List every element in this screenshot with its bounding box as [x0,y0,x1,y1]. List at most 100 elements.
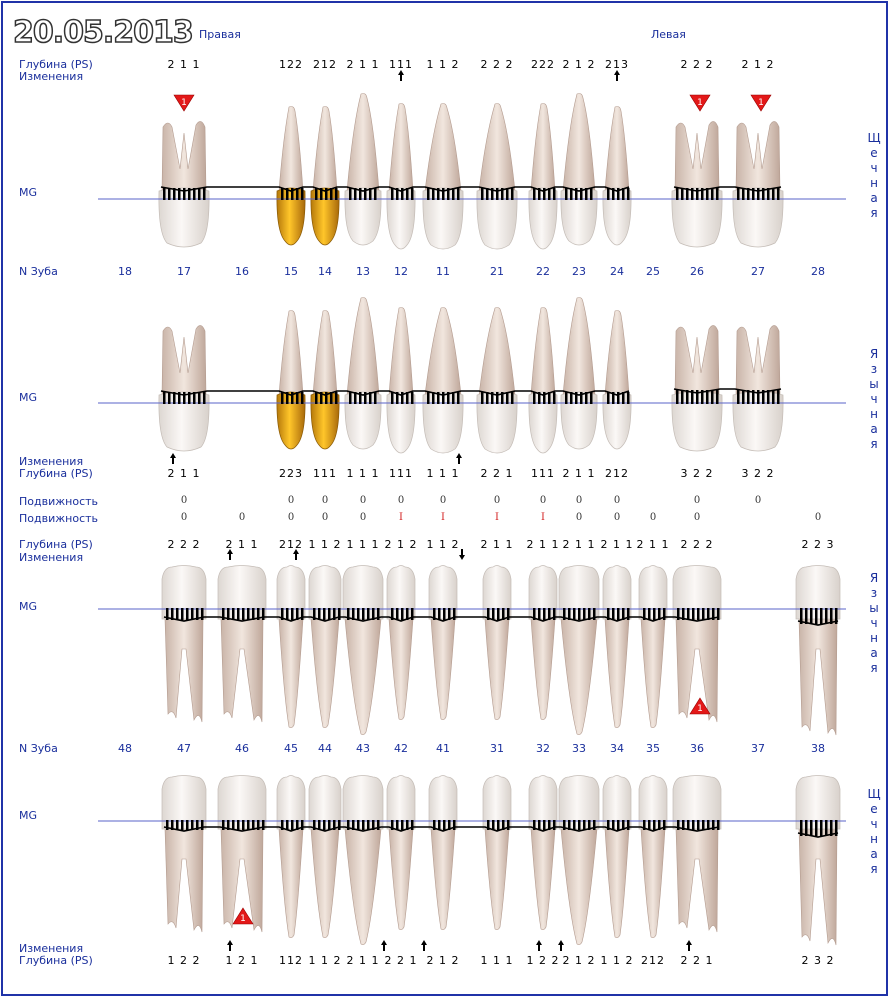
upper-lingual-tooth-root [674,325,720,396]
tooth-number-lower: 34 [610,742,624,755]
lower-lingual-gum-bar [648,608,651,620]
lower-lingual-gum-bar [712,608,715,620]
lower-buccal-gum-bar [247,820,250,830]
upper-lingual-gum-bar [281,392,284,404]
lower-buccal-depth-label: Глубина (PS) [19,954,93,967]
tooth-number-upper: 23 [572,265,586,278]
upper-lingual-gum-bar [607,392,610,404]
lower-lingual-gum-38-bar [810,608,813,624]
upper-buccal-depth-value: 111 [389,58,413,71]
upper-lingual-gum-bar [349,392,352,404]
tooth-number-upper: 16 [235,265,249,278]
upper-lingual-gum-bar [427,392,430,404]
lower-lingual-gum-bar [377,608,380,620]
lower-buccal-tooth-root [675,828,719,933]
lower-buccal-gum-bar [502,820,505,830]
lower-buccal-gum-bar [257,820,260,830]
upper-lingual-tooth-root [161,325,207,396]
lower-buccal-gum-bar [548,820,551,830]
upper-buccal-gum-bar [627,188,630,200]
lower-lingual-gum-bar [396,608,399,620]
upper-buccal-gum-bar [452,188,455,200]
upper-buccal-gum-bar [349,188,352,200]
surface-lower-lingual: Язычная [869,571,879,675]
lower-buccal-gum-bar [573,820,576,830]
upper-buccal-gum-bar [396,188,399,200]
lower-lingual-gum-bar [533,608,536,620]
upper-lingual-gum-bar [575,392,578,404]
lower-buccal-tooth-root [310,828,340,938]
upper-lingual-gum-bar [369,392,372,404]
lower-lingual-tooth-crown [342,565,384,620]
lower-lingual-tooth-crown [308,565,342,620]
tooth-number-lower: 44 [318,742,332,755]
upper-buccal-gum-bar [496,188,499,200]
lower-lingual-gum-bar [538,608,541,620]
lower-buccal-gum-bar [543,820,546,830]
change-arrow-icon [398,70,404,81]
upper-lingual-tooth-root [562,297,596,396]
change-arrow-icon [421,940,427,951]
lower-lingual-mg-label: MG [19,600,38,613]
lower-lingual-gum-bar [448,608,451,620]
lower-buccal-depth-value: 212 [641,954,665,967]
lower-lingual-depth-value: 1 1 1 [346,538,380,551]
lower-lingual-gum-bar [627,608,630,620]
lower-buccal-gum-bar [323,820,326,830]
upper-buccal-gum-molars-bar [752,188,755,200]
lower-buccal-gum-38-bar [805,820,808,836]
upper-buccal-depth-value: 2 2 2 [680,58,714,71]
lower-lingual-gum-bar [502,608,505,620]
lower-lingual-gum-bar [352,608,355,620]
upper-buccal-gum-molars-bar [757,188,760,200]
lower-lingual-gum-bar [257,608,260,620]
upper-lingual-gum-bar [354,392,357,404]
change-arrow-icon [381,940,387,951]
lower-lingual-tooth-crown [428,565,458,620]
upper-lingual-gum-bar [396,392,399,404]
lower-buccal-depth-value: 1 2 1 [225,954,259,967]
lower-lingual-tooth-crown [558,565,600,620]
upper-lingual-tooth-root [530,307,556,396]
lower-lingual-gum-bar [232,608,235,620]
mobility-upper-value: 0 [693,495,701,506]
lower-lingual-depth-value: 2 1 1 [636,538,670,551]
lower-buccal-gum-38-bar [820,820,823,836]
upper-lingual-depth-value: 2 1 1 [167,467,201,480]
lower-lingual-gum-bar [247,608,250,620]
tooth-number-upper: 17 [177,265,191,278]
upper-buccal-gum-bar [330,188,333,200]
tooth-number-lower: 31 [490,742,504,755]
lower-lingual-gum-38-bar [835,608,838,624]
lower-lingual-gum-bar [222,608,225,620]
upper-buccal-tooth-root [478,103,516,192]
lower-buccal-gum-bar [296,820,299,830]
change-arrow-icon [558,940,564,951]
upper-buccal-gum-bar [481,188,484,200]
lower-lingual-gum-bar [563,608,566,620]
lower-buccal-gum-bar [583,820,586,830]
surface-lower-buccal: Щечная [867,787,881,876]
upper-buccal-gum-bar [315,188,318,200]
upper-buccal-gum-bar [335,188,338,200]
upper-buccal-gum-bar [401,188,404,200]
lower-buccal-tooth-crown [672,775,722,830]
upper-lingual-gum-bar [178,392,181,404]
upper-lingual-gum-bar [506,392,509,404]
upper-buccal-tooth-root [674,121,720,192]
upper-buccal-gum-molars-bar [676,188,679,200]
furcation-marker-icon-value: 1 [240,914,246,924]
lower-buccal-tooth-root [388,828,414,930]
upper-buccal-gum-bar [565,188,568,200]
upper-lingual-gum-bar [570,392,573,404]
lower-lingual-gum-bar [697,608,700,620]
lower-lingual-tooth-root [310,618,340,728]
lower-buccal-tooth-root [220,828,264,933]
upper-lingual-gum-bar [538,392,541,404]
lower-buccal-gum-bar [563,820,566,830]
lower-buccal-tooth-crown [342,775,384,830]
upper-buccal-gum-bar [281,188,284,200]
lower-buccal-gum-bar [352,820,355,830]
lower-lingual-gum-bar [318,608,321,620]
